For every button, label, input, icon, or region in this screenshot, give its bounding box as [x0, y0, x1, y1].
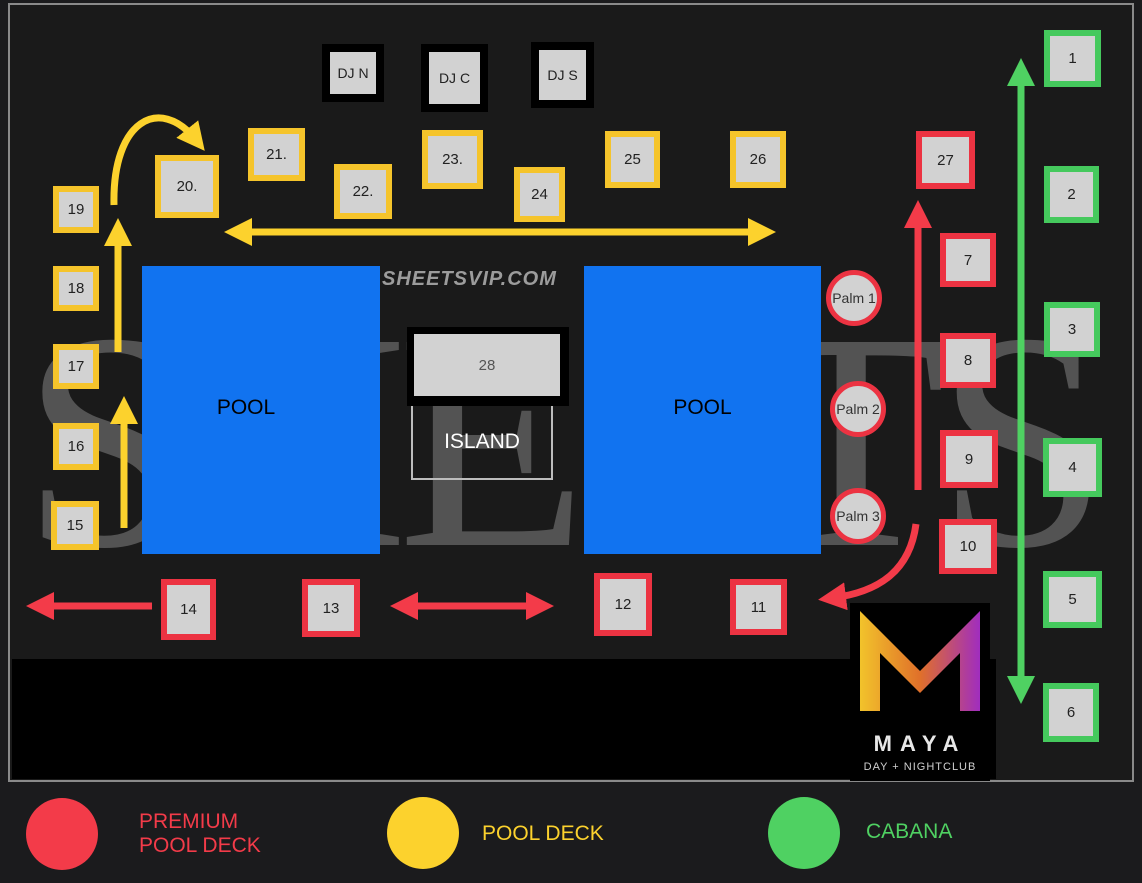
pool-right: POOL: [584, 266, 821, 554]
maya-logo: MAYA DAY + NIGHTCLUB: [850, 603, 990, 781]
palm-1[interactable]: Palm 1: [826, 270, 882, 326]
palm-2[interactable]: Palm 2: [830, 381, 886, 437]
cabana-2[interactable]: 2: [1044, 166, 1099, 223]
legend-label-premium-line2: POOL DECK: [139, 834, 261, 857]
cabana-4[interactable]: 4: [1043, 438, 1102, 497]
palm-3[interactable]: Palm 3: [830, 488, 886, 544]
dj-booth-c[interactable]: DJ C: [421, 44, 488, 112]
pool-deck-table-25[interactable]: 25: [605, 131, 660, 188]
pool-deck-table-22[interactable]: 22.: [334, 164, 392, 219]
pool-deck-table-19[interactable]: 19: [53, 186, 99, 233]
premium-table-10[interactable]: 10: [939, 519, 997, 574]
legend-label-premium: PREMIUM POOL DECK: [139, 810, 269, 858]
legend-dot-pool-deck: [387, 797, 459, 869]
premium-table-12[interactable]: 12: [594, 573, 652, 636]
pool-deck-table-26[interactable]: 26: [730, 131, 786, 188]
dj-booth-s[interactable]: DJ S: [531, 42, 594, 108]
cabana-6[interactable]: 6: [1043, 683, 1099, 742]
premium-table-11[interactable]: 11: [730, 579, 787, 635]
pool-deck-table-17[interactable]: 17: [53, 344, 99, 389]
pool-deck-table-15[interactable]: 15: [51, 501, 99, 550]
arrow-red-curve: [818, 523, 920, 611]
pool-left: POOL: [142, 266, 380, 554]
cabana-3[interactable]: 3: [1044, 302, 1100, 357]
maya-logo-sub: DAY + NIGHTCLUB: [863, 761, 977, 773]
watermark-url: SHEETSVIP.COM: [382, 268, 557, 290]
legend-label-pool-deck: POOL DECK: [482, 822, 604, 845]
cabana-1[interactable]: 1: [1044, 30, 1101, 87]
pool-deck-table-21[interactable]: 21.: [248, 128, 305, 181]
pool-left-label: POOL: [216, 395, 276, 419]
premium-table-7[interactable]: 7: [940, 233, 996, 287]
legend-label-premium-line1: PREMIUM: [139, 810, 239, 833]
pool-deck-table-23[interactable]: 23.: [422, 130, 483, 189]
premium-table-27[interactable]: 27: [916, 131, 975, 189]
legend-dot-premium: [26, 798, 98, 870]
maya-logo-brand: MAYA: [873, 731, 967, 756]
legend-dot-cabana: [768, 797, 840, 869]
pool-deck-table-20[interactable]: 20.: [155, 155, 219, 218]
premium-table-13[interactable]: 13: [302, 579, 360, 637]
table-28-label: 28: [478, 356, 496, 374]
premium-table-9[interactable]: 9: [940, 430, 998, 488]
island-label: ISLAND: [411, 406, 553, 480]
premium-table-14[interactable]: 14: [161, 579, 216, 640]
lower-black-band: [12, 659, 996, 779]
pool-right-label: POOL: [673, 395, 732, 419]
legend-label-cabana: CABANA: [866, 820, 953, 843]
pool-deck-table-18[interactable]: 18: [53, 266, 99, 311]
maya-m-icon: [860, 611, 980, 711]
premium-table-8[interactable]: 8: [940, 333, 996, 388]
arrow-yellow-curve: [110, 114, 205, 206]
dj-booth-n[interactable]: DJ N: [322, 44, 384, 102]
pool-deck-table-16[interactable]: 16: [53, 423, 99, 470]
cabana-5[interactable]: 5: [1043, 571, 1102, 628]
table-28[interactable]: 28: [414, 334, 560, 396]
